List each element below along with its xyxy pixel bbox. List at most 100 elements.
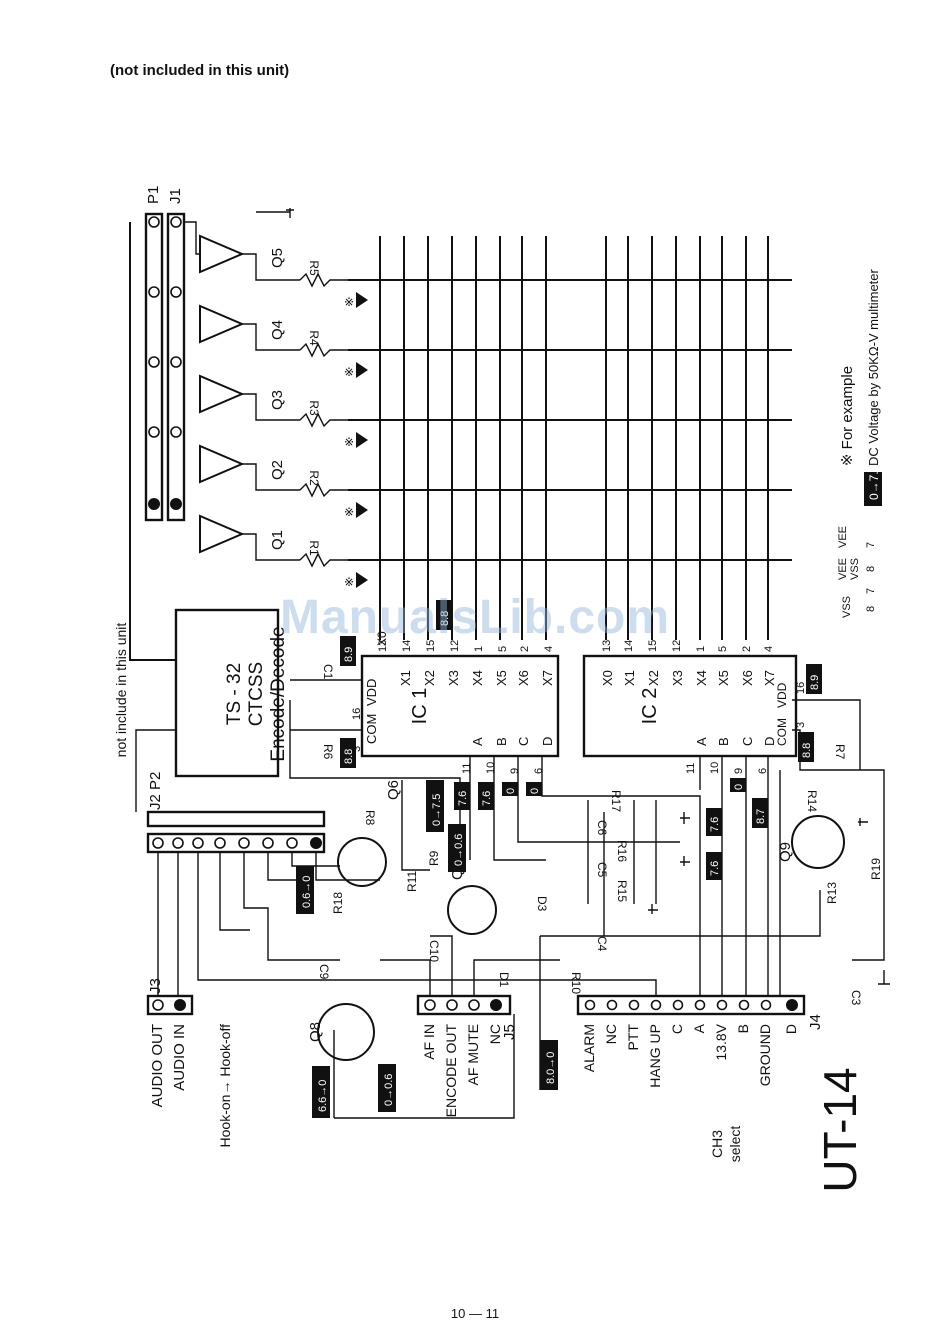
voltage-badge-9: 7.6 <box>454 782 470 810</box>
voltage-badge-10: 7.6 <box>478 782 494 810</box>
voltage-badge-18: 6.6→0 <box>312 1066 330 1118</box>
ic2-pin-b: B <box>716 737 731 746</box>
ic2-pin-c: C <box>740 737 755 746</box>
q9-label: Q9 <box>777 842 794 862</box>
ic2-pin-vdd: VDD <box>775 682 789 708</box>
ic1-pin-x3: X3 <box>446 670 461 686</box>
ts32-line-2: CTCSS <box>246 662 267 726</box>
legend-voltage-desc: DC Voltage by 50KΩ-V multimeter <box>866 268 881 466</box>
buffer-stage <box>184 211 300 561</box>
ic1-pin-x7: X7 <box>540 670 555 686</box>
q8-label: Q8 <box>307 1022 324 1042</box>
ts32-line-1: TS - 32 <box>224 663 245 725</box>
voltage-badge-14: 7.6 <box>706 852 722 880</box>
legend-voltage-box <box>864 472 882 506</box>
j3-pin-audio-out: AUDIO OUT <box>149 1024 166 1107</box>
voltage-badge-15: 0 <box>730 778 746 792</box>
ic1-pin-x2: X2 <box>422 670 437 686</box>
d3-label: D3 <box>535 896 549 912</box>
ic2-pin-x3: X3 <box>670 670 685 686</box>
bottom-connectors <box>146 994 806 1016</box>
ic2-pin-x7: X7 <box>762 670 777 686</box>
j2p2-label: J2 P2 <box>147 772 164 810</box>
ic2-num-14: 14 <box>623 640 635 652</box>
r8-label: R8 <box>363 810 377 826</box>
ic1-pin-b: B <box>494 737 509 746</box>
r18-label: R18 <box>331 892 345 914</box>
voltage-badge-16: 0.6→0 <box>296 866 314 914</box>
ic2-pin-com: COM <box>775 718 789 746</box>
asterisk-3: ※ <box>344 435 354 449</box>
r17-label: R17 <box>609 790 623 812</box>
q1-label: Q1 <box>269 530 286 550</box>
r10-label: R10 <box>569 972 583 994</box>
svg-text:6.6→0: 6.6→0 <box>317 1080 329 1112</box>
j4-pin-13v8: 13.8V <box>713 1023 729 1060</box>
r3-label: R3 <box>307 400 321 416</box>
vee-2: VEE <box>837 526 849 548</box>
asterisk-2: ※ <box>344 505 354 519</box>
ic1-num-2: 2 <box>519 646 531 652</box>
svg-text:8.0→0: 8.0→0 <box>545 1052 557 1084</box>
j4-pin-alarm: ALARM <box>581 1024 597 1072</box>
ic1-num-3: 3 <box>351 746 363 752</box>
voltage-badge-4: 8.8 <box>798 732 814 762</box>
ic1-num-14: 14 <box>401 640 413 652</box>
j5-pin-nc: NC <box>487 1024 503 1044</box>
page-number: 10 — 11 <box>450 1306 500 1321</box>
svg-text:8.8: 8.8 <box>801 743 813 758</box>
j3-label: J3 <box>147 978 164 994</box>
j4-pin-d: D <box>783 1024 799 1034</box>
asterisk-5: ※ <box>344 295 354 309</box>
watermark: ManualsLib.com <box>279 591 671 644</box>
voltage-badge-12: 0 <box>526 782 542 796</box>
r14-label: R14 <box>805 790 819 812</box>
voltage-badge-6: 8.7 <box>752 798 768 828</box>
voltage-badge-17: 8.0→0 <box>540 1040 558 1090</box>
svg-text:0→7.5: 0→7.5 <box>431 794 443 826</box>
vss-num-8b: 8 <box>865 566 877 572</box>
c9-label: C9 <box>317 964 331 980</box>
ic1-num-11: 11 <box>461 763 473 774</box>
r5-label: R5 <box>307 260 321 276</box>
j4-pin-ptt: PTT <box>625 1024 641 1051</box>
j5-label: J5 <box>501 1024 518 1040</box>
ic2-num-10: 10 <box>709 762 721 774</box>
matrix-lines <box>348 236 792 640</box>
r9-label: R9 <box>427 850 441 866</box>
ic1-pin-x1: X1 <box>398 670 413 686</box>
ic2-pin-x5: X5 <box>716 670 731 686</box>
ch3-select-label: select <box>727 1126 743 1163</box>
d1-label: D1 <box>497 972 511 988</box>
c5-label: C5 <box>595 862 609 878</box>
ic2-pin-x0: X0 <box>600 670 615 686</box>
resistors-top <box>299 272 350 568</box>
j5-pin-af-in: AF IN <box>421 1024 437 1060</box>
q2-label: Q2 <box>269 460 286 480</box>
ic2-num-16: 16 <box>795 682 807 694</box>
q3-label: Q3 <box>269 390 286 410</box>
svg-text:8.8: 8.8 <box>343 749 355 764</box>
j4-pin-a: A <box>691 1023 707 1033</box>
r7-label: R7 <box>833 744 847 760</box>
q5-label: Q5 <box>269 248 286 268</box>
svg-text:0: 0 <box>529 788 541 794</box>
svg-text:0: 0 <box>733 784 745 790</box>
ic1-num-16: 16 <box>351 708 363 720</box>
ic2-box <box>582 654 798 758</box>
svg-text:8.9: 8.9 <box>343 647 355 662</box>
j4-pin-c: C <box>669 1024 685 1034</box>
p1-j1-rails <box>129 212 186 661</box>
ic1-pin-x5: X5 <box>494 670 509 686</box>
ic2-num-15: 15 <box>647 640 659 652</box>
j5-pin-encode-out: ENCODE OUT <box>443 1024 459 1118</box>
ic2-num-11: 11 <box>685 763 697 774</box>
voltage-badge-11: 0 <box>502 782 518 796</box>
q6-label: Q6 <box>385 780 402 800</box>
ts32-box <box>174 608 280 778</box>
svg-text:7.6: 7.6 <box>457 791 469 806</box>
voltage-badge-7: 0→7.5 <box>426 780 444 832</box>
r2-label: R2 <box>307 470 321 486</box>
vee-num-7a: 7 <box>865 588 877 594</box>
ic2-num-3: 3 <box>795 722 807 728</box>
